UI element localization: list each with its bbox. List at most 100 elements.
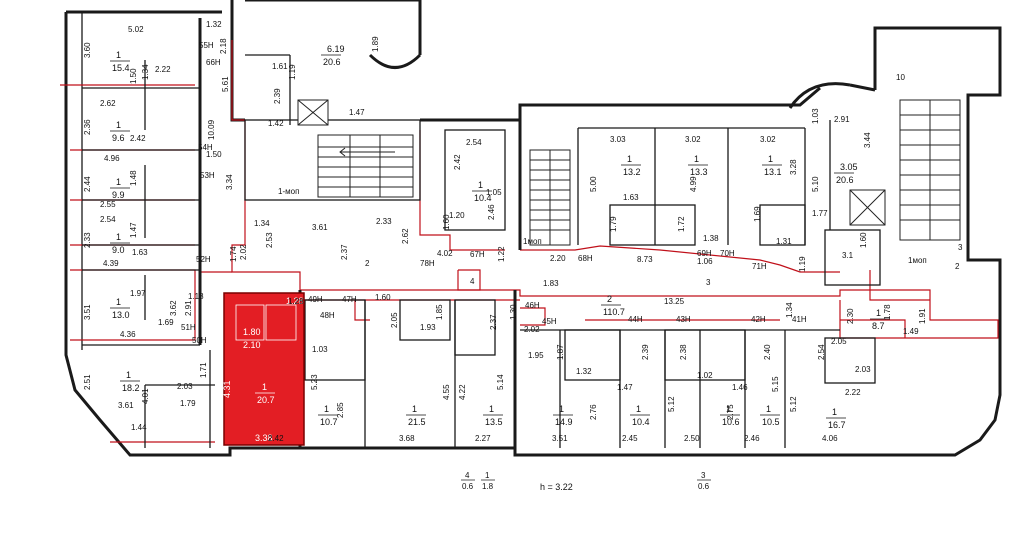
dimension-label: 1.69 <box>753 206 762 222</box>
plan-marker: 2 <box>955 262 960 271</box>
dimension-label: 1.46 <box>732 383 748 392</box>
dimension-label: 4.01 <box>141 388 150 404</box>
room-area: 10.6 <box>722 417 740 427</box>
dimension-label: 2.03 <box>855 365 871 374</box>
dimension-label: 2.50 <box>684 434 700 443</box>
highlighted-room[interactable]: 4.31 3.38 1.28 1.80 2.10 1 20.7 <box>222 292 305 446</box>
dimension-label: 1.97 <box>130 289 146 298</box>
dimension-label: 2.42 <box>130 134 146 143</box>
dimension-label: 5.12 <box>789 396 798 412</box>
dimension-label: 4.96 <box>104 154 120 163</box>
dimension-label: 2.02 <box>239 244 248 260</box>
door-label: 69Н <box>697 249 712 258</box>
interior-walls <box>82 18 881 448</box>
door-label: 70Н <box>720 249 735 258</box>
dimension-label: 2.33 <box>376 217 392 226</box>
dimension-label: 2.42 <box>268 434 284 443</box>
room-number: 2 <box>607 294 612 304</box>
room-number: 1 <box>412 404 417 414</box>
dimension-label: 2.20 <box>550 254 566 263</box>
dimension-label: 2.36 <box>83 119 92 135</box>
dimension-label: 2.85 <box>336 402 345 418</box>
room-area: 18.2 <box>122 383 140 393</box>
ceiling-height-note: h = 3.22 <box>540 482 573 492</box>
dimension-label: 1.63 <box>623 193 639 202</box>
dimension-label: 1.91 <box>918 308 927 324</box>
dimension-label: 2.55 <box>100 200 116 209</box>
dimension-label: 1.42 <box>268 119 284 128</box>
dimension-label: 2.45 <box>622 434 638 443</box>
dimension-label: 1.34 <box>254 219 270 228</box>
door-label: 51Н <box>181 323 196 332</box>
room-number: 1 <box>694 154 699 164</box>
dimension-label: 3.44 <box>863 132 872 148</box>
dimension-label: 1.93 <box>420 323 436 332</box>
footnote-numerator: 4 <box>465 471 470 480</box>
dimension-label: 4.06 <box>822 434 838 443</box>
footnote-numerator: 1 <box>485 471 490 480</box>
dimension-label: 2.18 <box>219 38 228 54</box>
dimension-label: 1.32 <box>576 367 592 376</box>
dimension-label: 1.50 <box>206 150 222 159</box>
dimension-label: 1.03 <box>811 108 820 124</box>
dimension-label: 2.30 <box>846 308 855 324</box>
room-number: 1 <box>116 120 121 130</box>
dimension-label: 4.36 <box>120 330 136 339</box>
dimension-label: 2.42 <box>453 154 462 170</box>
room-area: 10.4 <box>632 417 650 427</box>
dimension-label: 3.28 <box>789 159 798 175</box>
dimension-label: 1.85 <box>435 304 444 320</box>
dimension-label: 1.69 <box>158 318 174 327</box>
door-label: 67Н <box>470 250 485 259</box>
dimension-label: 3.61 <box>312 223 328 232</box>
dimension-label: 1.89 <box>371 36 380 52</box>
dimension-label: 3.02 <box>685 135 701 144</box>
room-number: 1 <box>768 154 773 164</box>
plan-marker: 10 <box>896 73 905 82</box>
plan-marker: 2 <box>365 259 370 268</box>
dimension-label: 2.62 <box>401 228 410 244</box>
dimension-label: 1.77 <box>812 209 828 218</box>
room-number: 1 <box>116 50 121 60</box>
dimension-label: 8.73 <box>637 255 653 264</box>
dimension-label: 5.15 <box>771 376 780 392</box>
highlighted-room-number: 1 <box>262 382 267 392</box>
plan-marker: 1-моп <box>278 187 299 196</box>
dimension-label: 1.79 <box>609 216 618 232</box>
dimension-label: 1.60 <box>375 293 391 302</box>
dimension-label: 1.19 <box>798 256 807 272</box>
dimension-label: 1.48 <box>129 170 138 186</box>
footnote-denominator: 0.6 <box>698 482 710 491</box>
dimension-label: 1.47 <box>129 222 138 238</box>
plan-marker: 3.1 <box>842 251 854 260</box>
highlighted-room-area: 20.7 <box>257 395 275 405</box>
dimension-label: 1.72 <box>677 216 686 232</box>
door-label: 50Н <box>192 336 207 345</box>
dimension-label: 2.53 <box>265 232 274 248</box>
room-number: 3.05 <box>840 162 858 172</box>
door-label: 41Н <box>792 315 807 324</box>
door-label: 46Н <box>525 301 540 310</box>
room-number: 1 <box>478 180 483 190</box>
room-area: 20.6 <box>323 57 341 67</box>
door-label: 42Н <box>751 315 766 324</box>
dimension-label: 4.39 <box>103 259 119 268</box>
dimension-label: 1.34 <box>785 302 794 318</box>
door-label: 53Н <box>200 171 215 180</box>
dimension-label: 1.06 <box>697 257 713 266</box>
door-label: 47Н <box>342 295 357 304</box>
room-labels: 115.419.619.919.0113.0118.26.1920.6110.4… <box>110 44 890 430</box>
dimension-label: 2.91 <box>834 115 850 124</box>
highlighted-dim-wc: 1.80 <box>243 327 261 337</box>
dimension-label: 2.51 <box>83 374 92 390</box>
room-number: 1 <box>636 404 641 414</box>
dimension-label: 5.02 <box>128 25 144 34</box>
door-label: 66Н <box>206 58 221 67</box>
dimension-label: 2.91 <box>184 300 193 316</box>
door-label: 68Н <box>578 254 593 263</box>
dimension-label: 1.60 <box>442 214 451 230</box>
dimension-label: 2.39 <box>641 344 650 360</box>
door-label: 45Н <box>542 317 557 326</box>
dimension-label: 1.30 <box>509 304 518 320</box>
door-label: 54Н <box>198 143 213 152</box>
